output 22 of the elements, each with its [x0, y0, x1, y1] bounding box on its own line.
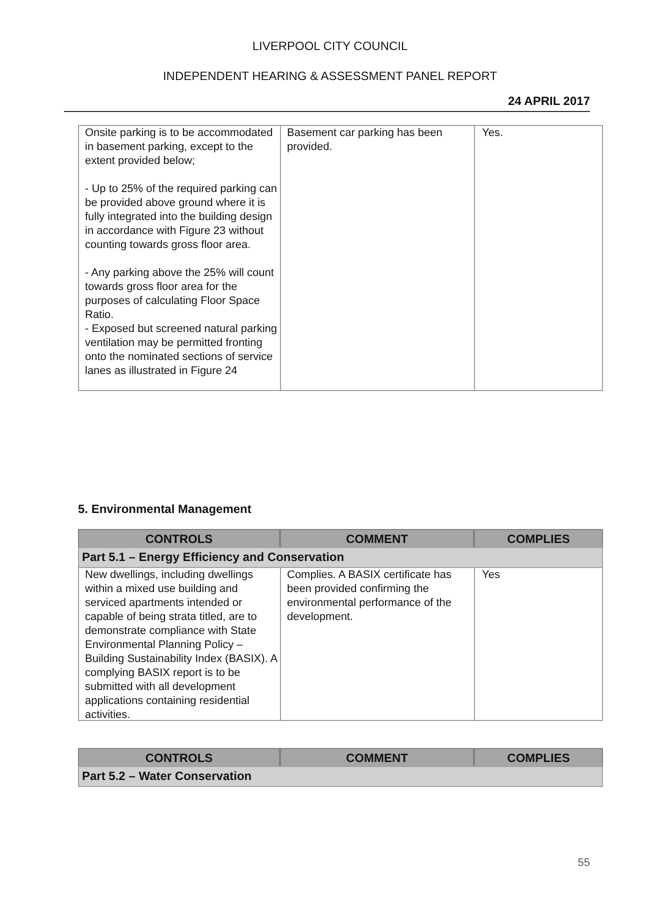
section-row: Part 5.2 – Water Conservation [78, 766, 603, 787]
cell-text: - Exposed but screened natural parking ventilation may be permitted fronting onto the nominated sections of service lanes as illustrated in Figure 24 [85, 322, 278, 378]
cell-text: - Up to 25% of the required parking can be provided above ground where it is fully integrated into the building design in accordance with Figure 23 without counting towards gross floor area. [85, 182, 278, 252]
section-row: Part 5.1 – Energy Efficiency and Conservation [78, 547, 603, 568]
column-header: CONTROLS [78, 748, 280, 767]
page-number: 55 [576, 856, 590, 870]
cell-text: Complies. A BASIX certificate has been provided confirming the environmental performance of the development. [287, 568, 452, 624]
cell-text: Onsite parking is to be accommodated in basement parking, except to the extent provided below; [85, 126, 274, 168]
column-header: COMMENT [280, 748, 474, 767]
column-header: COMMENT [280, 529, 474, 548]
column-header: COMPLIES [474, 748, 603, 767]
section-heading: 5. Environmental Management [78, 501, 252, 517]
cell-text: Yes. [482, 126, 504, 140]
cell-text: Yes [482, 568, 501, 582]
cell-text: - Any parking above the 25% will count towards gross floor area for the purposes of calculating Floor Space Ratio. [85, 266, 275, 322]
report-date: 24 APRIL 2017 [506, 93, 590, 109]
cell-text: Basement car parking has been provided. [287, 126, 444, 154]
report-title: INDEPENDENT HEARING & ASSESSMENT PANEL REPORT [162, 68, 498, 84]
column-header: COMPLIES [474, 529, 603, 548]
page-header: LIVERPOOL CITY COUNCIL [251, 38, 409, 54]
cell-text: New dwellings, including dwellings within a mixed use building and serviced apartments intended or capable of being strata titled, are to demonstrate compliance with State Environmental Planning Policy – Building Sustainability Index (BASIX). A complying BASIX report is to be submitted with all development applications containing residential activities. [85, 568, 278, 722]
column-header: CONTROLS [78, 529, 280, 548]
